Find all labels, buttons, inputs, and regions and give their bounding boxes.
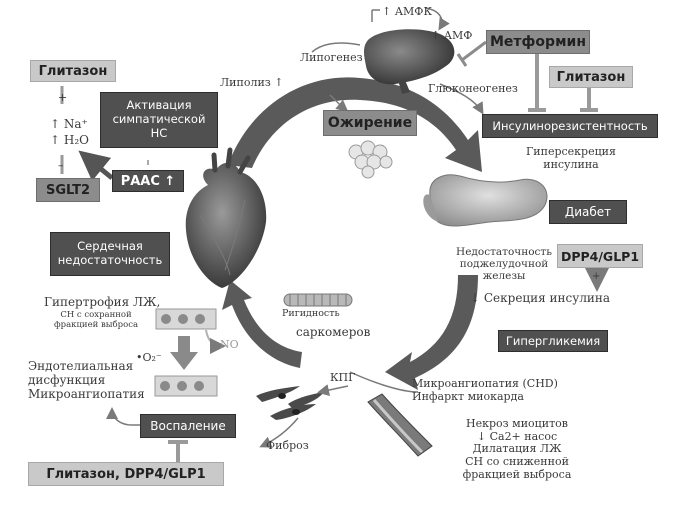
sarcomere-icon xyxy=(283,293,353,307)
dpp4-glp1-box-right: DPP4/GLP1 xyxy=(557,244,643,268)
gluconeogenesis-label: Глюконеогенез xyxy=(428,82,518,95)
sarcomeres-label: саркомеров xyxy=(296,325,371,339)
hyperglycemia-box: Гипергликемия xyxy=(498,330,608,352)
insulin-resistance-box: Инсулинорезистентность xyxy=(482,114,658,138)
sympathetic-activation-box: Активация симпатической НС xyxy=(100,92,218,148)
lvh-label: Гипертрофия ЛЖ, xyxy=(44,295,161,309)
heart-icon xyxy=(185,147,267,288)
cycle-arrows xyxy=(222,77,482,390)
pancreas-icon xyxy=(423,174,548,227)
raas-box: РААС ↑ xyxy=(112,170,184,192)
hfpef-label: СН с сохранной фракцией выброса xyxy=(53,310,139,330)
glitazone-dpp4-box-bottom: Глитазон, DPP4/GLP1 xyxy=(28,462,224,486)
ampk-label: ↑ АМФК xyxy=(382,5,432,18)
fibrosis-label: Фиброз xyxy=(266,439,309,452)
liver-icon xyxy=(364,29,455,94)
fibroblast-icon xyxy=(256,386,324,420)
glitazone-box-right: Глитазон xyxy=(549,66,633,88)
lipolysis-label: Липолиз ↑ xyxy=(220,76,284,89)
plus-left-label: + xyxy=(58,91,68,104)
insulin-secretion-label: ↓ Секреция инсулина xyxy=(470,291,611,305)
insulin-hypersecretion-label: Гиперсекреция инсулина xyxy=(526,145,616,171)
diabetes-box: Диабет xyxy=(549,200,627,224)
inflammation-box: Воспаление xyxy=(140,414,236,438)
vessel-icon xyxy=(367,393,433,457)
endothelial-dysfunction-label: Эндотелиальная дисфункция Микроангиопати… xyxy=(28,359,145,401)
heart-failure-box: Сердечная недостаточность xyxy=(50,232,170,276)
endothelium-cells-icon xyxy=(154,308,218,397)
kpg-label: КПГ xyxy=(330,371,356,384)
lipogenesis-label: Липогенез xyxy=(300,51,363,64)
minus-left-label: – xyxy=(58,159,64,172)
sglt2-box: SGLT2 xyxy=(36,178,100,202)
necrosis-block: Некроз миоцитов ↓ Са2+ насос Дилатация Л… xyxy=(462,417,572,481)
fat-cells-icon xyxy=(348,140,393,179)
superoxide-label: •O₂⁻ xyxy=(136,351,162,364)
glitazone-box-left: Глитазон xyxy=(30,60,116,82)
amp-label: ↑ АМФ xyxy=(431,29,473,42)
sodium-label: ↑ Na⁺ xyxy=(50,117,88,131)
obesity-box: Ожирение xyxy=(323,110,417,136)
pancreas-insufficiency-label: Недостаточность поджелудочной железы xyxy=(456,246,552,283)
no-label: NO xyxy=(220,338,239,351)
plus-right-label: + xyxy=(592,271,601,282)
microangiopathy-label: Микроангиопатия (CHD) Инфаркт миокарда xyxy=(412,377,558,403)
metformin-box: Метформин xyxy=(486,30,590,54)
water-label: ↑ H₂O xyxy=(50,133,89,147)
stiffness-label: Ригидность xyxy=(282,308,340,319)
